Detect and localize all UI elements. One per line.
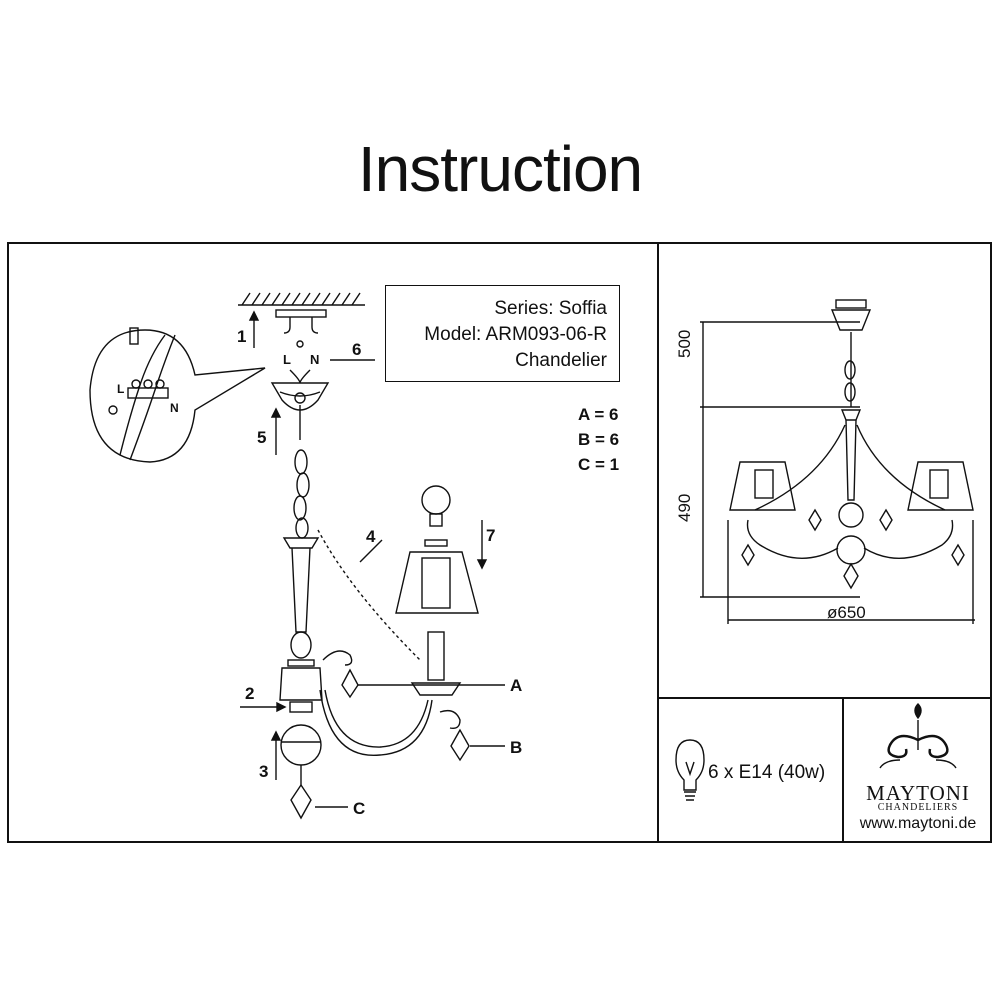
- part-b-count: B = 6: [578, 430, 620, 449]
- part-c-count: C = 1: [578, 455, 620, 474]
- bulb-icon: [675, 739, 705, 801]
- crystal-b: [450, 728, 470, 762]
- detail-n-label: N: [170, 401, 179, 415]
- detail-l-label: L: [117, 382, 125, 396]
- step-4-label: 4: [366, 527, 376, 546]
- part-a-count: A = 6: [578, 405, 619, 424]
- part-b-label: B: [510, 738, 523, 757]
- brand-sub: CHANDELIERS: [877, 802, 959, 813]
- model-label: Model: ARM093-06-R: [424, 324, 607, 345]
- wiring-detail-bubble: [89, 327, 266, 463]
- parts-list: A = 6 B = 6 C = 1: [578, 402, 619, 477]
- divider-vertical-logo: [842, 697, 844, 843]
- part-c-label: C: [353, 799, 366, 818]
- chandelier-arm: [319, 650, 461, 756]
- dimension-drawing: [700, 299, 975, 624]
- page-title: Instruction: [357, 133, 643, 205]
- crystal-a: [341, 668, 359, 699]
- wire-l-label: L: [283, 352, 291, 367]
- divider-horizontal-right: [657, 697, 992, 699]
- canopy: [270, 369, 330, 440]
- mounting-bracket: [275, 309, 327, 348]
- maytoni-logo-icon: [879, 703, 957, 769]
- step-1-label: 1: [237, 327, 247, 346]
- type-label: Chandelier: [515, 350, 607, 371]
- step-3-label: 3: [259, 762, 269, 781]
- step-5-label: 5: [257, 428, 267, 447]
- dimension-diameter: ø650: [827, 603, 866, 622]
- bulb-spec: 6 x E14 (40w): [708, 762, 826, 783]
- brand-name: MAYTONI: [866, 781, 970, 805]
- ceiling-hatch: [238, 292, 365, 306]
- divider-vertical-main: [657, 242, 659, 843]
- step-7-label: 7: [486, 526, 496, 545]
- wire-n-label: N: [310, 352, 320, 367]
- step-6-label: 6: [352, 340, 362, 359]
- lamp-assembly: [395, 485, 479, 696]
- brand-url: www.maytoni.de: [859, 815, 977, 832]
- series-label: Series: Soffia: [494, 298, 607, 319]
- step-2-label: 2: [245, 684, 255, 703]
- part-a-label: A: [510, 676, 523, 695]
- central-column: [279, 537, 323, 820]
- chain: [293, 449, 310, 539]
- instruction-frame: [7, 242, 992, 843]
- product-info-box: Series: Soffia Model: ARM093-06-R Chande…: [385, 285, 620, 382]
